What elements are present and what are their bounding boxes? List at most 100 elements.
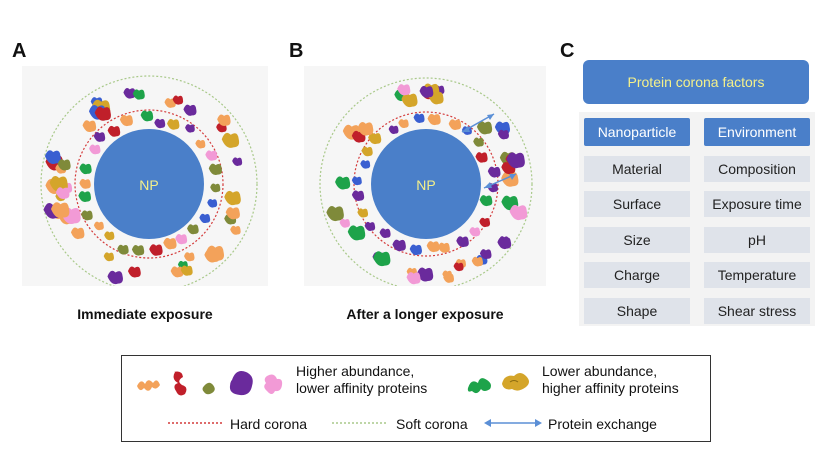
protein-icon xyxy=(170,266,184,278)
protein-icon xyxy=(401,93,418,108)
factors-title: Protein corona factors xyxy=(583,60,809,104)
protein-icon xyxy=(79,163,92,175)
protein-icon xyxy=(351,190,365,202)
corona-diagram-immediate: NP xyxy=(40,75,258,286)
protein-icon xyxy=(230,225,241,235)
hard-corona-ring xyxy=(353,111,499,257)
protein-exchange-arrow-icon xyxy=(484,419,542,427)
protein-icon xyxy=(164,98,176,108)
protein-icon xyxy=(103,252,114,262)
protein-icon xyxy=(217,114,231,126)
protein-icon xyxy=(225,207,240,220)
protein-icon xyxy=(497,129,509,140)
protein-cluster xyxy=(43,87,243,285)
protein-icon xyxy=(78,191,91,203)
protein-icon xyxy=(79,178,91,189)
protein-icon xyxy=(453,262,464,272)
protein-icon xyxy=(119,114,133,127)
protein-icon xyxy=(339,218,350,228)
caption-longer-exposure: After a longer exposure xyxy=(346,306,504,322)
protein-icon xyxy=(107,125,121,137)
legend-soft-corona: Soft corona xyxy=(396,416,468,432)
legend: Higher abundance, lower affinity protein… xyxy=(121,355,711,442)
protein-icon xyxy=(397,84,411,96)
protein-icon xyxy=(419,85,434,98)
low-abundance-protein-icons xyxy=(467,373,529,394)
protein-icon xyxy=(475,152,488,163)
arrow-head xyxy=(487,114,494,120)
protein-icon xyxy=(427,113,441,126)
factors-table-background xyxy=(579,112,815,326)
factor-ph: pH xyxy=(704,227,810,253)
protein-icon xyxy=(175,234,188,245)
protein-icon xyxy=(154,118,166,129)
protein-icon xyxy=(479,249,492,260)
arrow-head xyxy=(484,182,492,188)
np-label: NP xyxy=(139,177,158,193)
protein-icon xyxy=(409,244,422,256)
factor-material: Material xyxy=(584,156,690,182)
protein-icon xyxy=(347,225,366,241)
corona-diagram-longer: NP xyxy=(319,77,533,286)
np-label: NP xyxy=(416,177,435,193)
factor-shape: Shape xyxy=(584,298,690,324)
protein-icon xyxy=(210,183,221,193)
protein-icon xyxy=(388,125,399,134)
protein-icon xyxy=(57,159,71,171)
protein-icon xyxy=(163,237,177,250)
factor-charge: Charge xyxy=(584,262,690,288)
legend-high-abundance-text: Higher abundance, lower affinity protein… xyxy=(296,363,428,396)
protein-icon xyxy=(107,270,123,285)
protein-icon xyxy=(373,251,391,267)
protein-icon xyxy=(89,144,101,155)
protein-icon xyxy=(172,95,184,105)
protein-icon xyxy=(167,119,180,130)
protein-icon xyxy=(195,139,206,149)
protein-icon xyxy=(93,132,106,142)
protein-icon xyxy=(476,121,493,135)
arrow-head xyxy=(462,126,470,132)
exchange-arrows xyxy=(461,113,517,189)
protein-icon xyxy=(456,236,469,248)
protein-icon xyxy=(70,227,85,240)
protein-icon xyxy=(426,241,440,253)
factor-temperature: Temperature xyxy=(704,262,810,288)
gold-protein-icon xyxy=(502,373,529,391)
protein-icon xyxy=(207,198,218,208)
protein-icon xyxy=(55,187,70,199)
protein-icon xyxy=(479,217,491,228)
factor-size: Size xyxy=(584,227,690,253)
protein-icon xyxy=(379,228,391,238)
protein-icon xyxy=(44,150,61,164)
protein-icon xyxy=(123,87,136,99)
soft-corona-swatch xyxy=(332,422,388,424)
legend-hard-corona: Hard corona xyxy=(230,416,308,432)
protein-icon xyxy=(406,272,421,285)
protein-icon xyxy=(438,242,450,253)
factor-composition: Composition xyxy=(704,156,810,182)
protein-icon xyxy=(49,176,68,192)
protein-icon xyxy=(140,110,154,122)
protein-icon xyxy=(127,266,141,278)
protein-icon xyxy=(351,176,362,186)
legend-low-abundance-text: Lower abundance, higher affinity protein… xyxy=(542,363,679,396)
protein-icon xyxy=(509,204,528,221)
protein-icon xyxy=(208,163,222,175)
legend-protein-exchange: Protein exchange xyxy=(548,416,657,432)
protein-icon xyxy=(199,213,211,224)
protein-icon xyxy=(392,239,406,252)
protein-icon xyxy=(117,244,129,255)
protein-icon xyxy=(335,176,351,190)
protein-icon xyxy=(82,120,97,133)
panel-c-letter: C xyxy=(560,40,575,62)
pink-protein-icon xyxy=(264,374,283,394)
protein-icon xyxy=(442,270,453,279)
protein-icon xyxy=(132,89,145,100)
nanoparticle-header: Nanoparticle xyxy=(584,118,690,146)
protein-icon xyxy=(506,152,525,169)
protein-icon xyxy=(487,166,501,178)
protein-icon xyxy=(357,122,374,136)
protein-icon xyxy=(416,267,434,282)
protein-icon xyxy=(499,236,509,245)
arrow-head xyxy=(509,174,516,180)
